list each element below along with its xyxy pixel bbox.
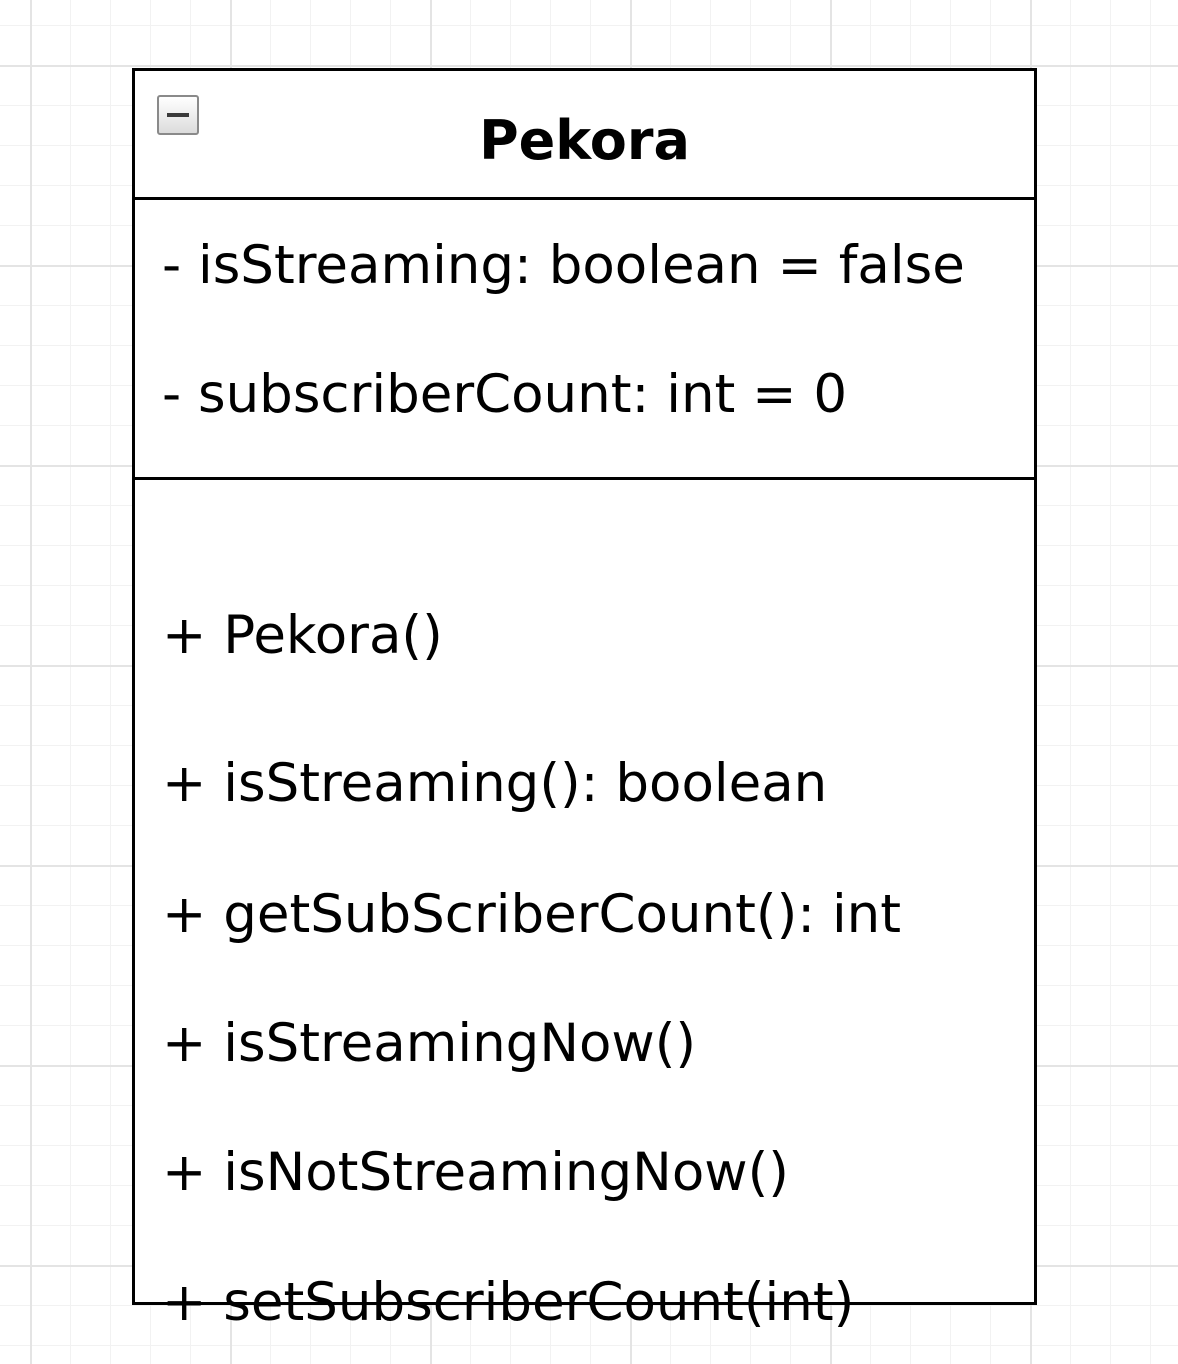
attribute-subscriber-count[interactable]: - subscriberCount: int = 0 [162, 364, 848, 425]
attribute-is-streaming[interactable]: - isStreaming: boolean = false [162, 235, 965, 296]
uml-class-box[interactable]: Pekora - isStreaming: boolean = false - … [132, 68, 1037, 1333]
operation-get-subscriber-count[interactable]: + getSubScriberCount(): int [162, 884, 902, 945]
collapse-toggle-minus-icon[interactable] [157, 95, 199, 135]
class-name: Pekora [479, 109, 690, 172]
operation-set-subscriber-count[interactable]: + setSubscriberCount(int) [162, 1272, 855, 1333]
minus-icon [167, 113, 189, 117]
attributes-compartment: - isStreaming: boolean = false - subscri… [135, 200, 1034, 480]
operations-compartment: + Pekora() + isStreaming(): boolean + ge… [135, 480, 1034, 1333]
operation-is-streaming-now[interactable]: + isStreamingNow() [162, 1013, 697, 1074]
operation-constructor[interactable]: + Pekora() [162, 605, 443, 666]
class-header: Pekora [135, 71, 1034, 200]
operation-is-not-streaming-now[interactable]: + isNotStreamingNow() [162, 1142, 789, 1203]
operation-is-streaming[interactable]: + isStreaming(): boolean [162, 753, 828, 814]
